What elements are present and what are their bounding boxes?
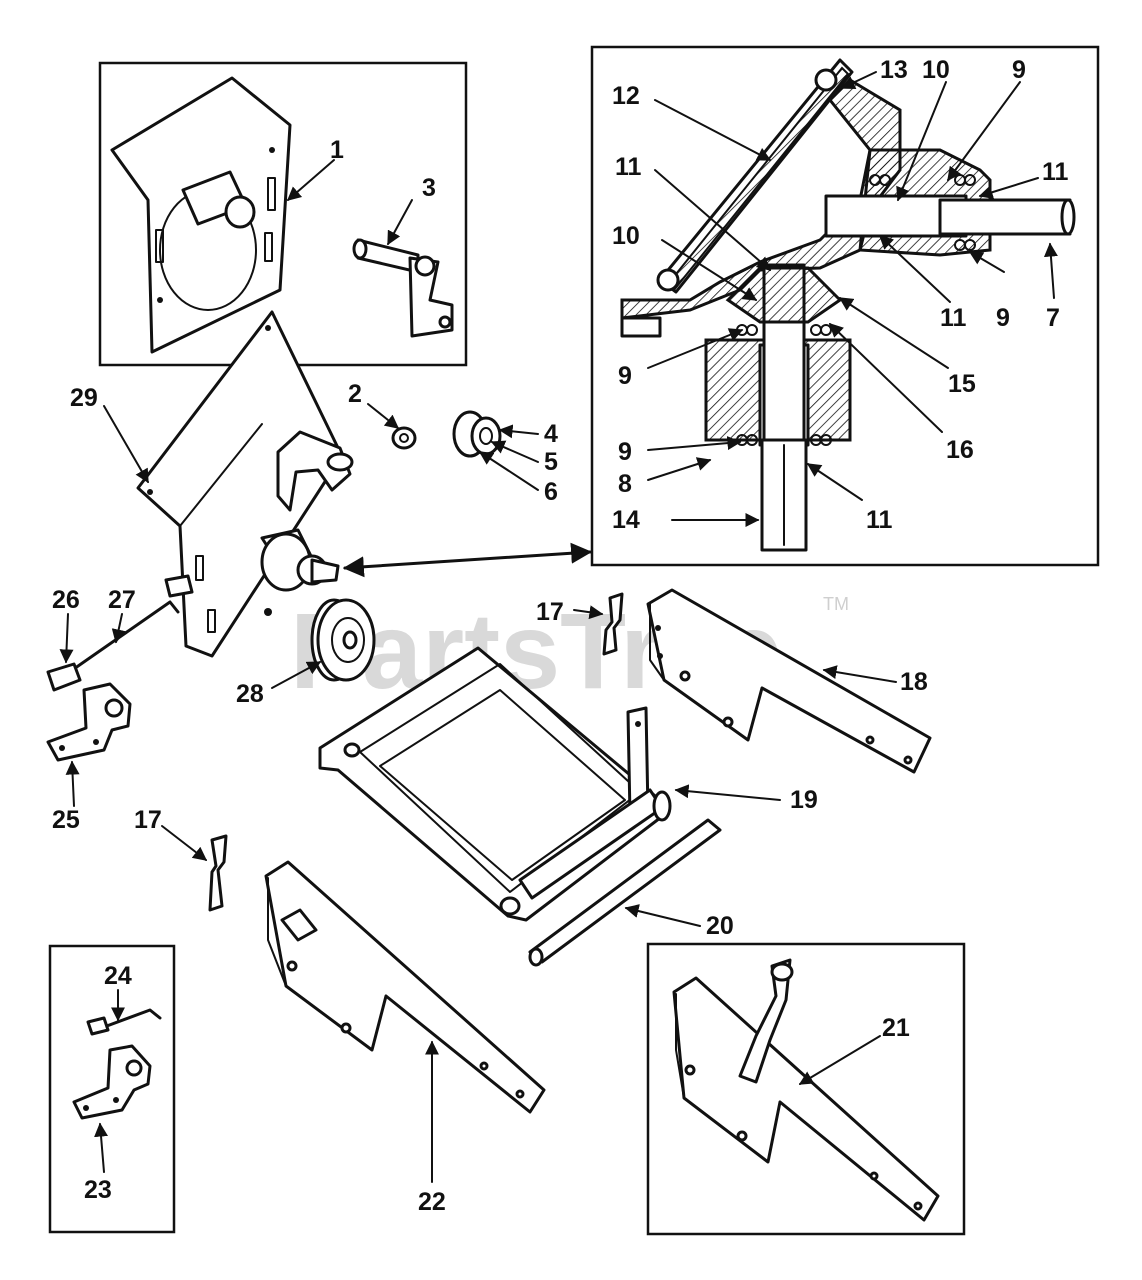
trademark-text: TM bbox=[823, 594, 849, 614]
callout-10b: 10 bbox=[612, 222, 640, 250]
callout-28: 28 bbox=[236, 680, 264, 708]
leader-16 bbox=[828, 323, 943, 433]
spacer-part-2 bbox=[391, 426, 417, 450]
leader-4 bbox=[498, 424, 539, 439]
callout-11a: 11 bbox=[615, 153, 642, 181]
callout-15: 15 bbox=[948, 370, 976, 398]
leader-9c bbox=[647, 328, 744, 369]
leader-10a bbox=[896, 81, 947, 202]
side-bracket-part-22 bbox=[264, 860, 546, 1114]
callout-23: 23 bbox=[84, 1176, 112, 1204]
callout-5: 5 bbox=[544, 448, 558, 476]
callout-4: 4 bbox=[544, 420, 558, 448]
callout-7: 7 bbox=[1046, 304, 1060, 332]
leader-21 bbox=[798, 1035, 881, 1085]
control-rod-part-27 bbox=[46, 600, 180, 692]
leader-26 bbox=[59, 613, 74, 664]
callout-18: 18 bbox=[900, 668, 928, 696]
mounting-frame-assembly bbox=[318, 646, 672, 922]
callout-8: 8 bbox=[618, 470, 632, 498]
callout-11b: 11 bbox=[1042, 158, 1069, 186]
callout-6: 6 bbox=[544, 478, 558, 506]
leader-11a bbox=[654, 169, 772, 271]
leader-11c bbox=[878, 235, 951, 303]
idler-pulley-parts-4-5-6 bbox=[452, 410, 502, 458]
bell-crank-part-25 bbox=[46, 682, 132, 762]
leader-19 bbox=[674, 784, 781, 801]
callout-9b: 9 bbox=[996, 304, 1010, 332]
callout-9d: 9 bbox=[618, 438, 632, 466]
clip-part-17-upper bbox=[602, 592, 624, 656]
inset-box-gearbox bbox=[590, 45, 1100, 567]
gearbox-link-arrow bbox=[342, 542, 593, 578]
leader-11d bbox=[806, 463, 863, 501]
leader-9b bbox=[968, 251, 1005, 273]
side-bracket-part-21 bbox=[672, 958, 940, 1222]
callout-20: 20 bbox=[706, 912, 734, 940]
callout-9c: 9 bbox=[618, 362, 632, 390]
leader-12 bbox=[654, 99, 772, 161]
leader-2 bbox=[367, 403, 400, 429]
callout-9a: 9 bbox=[1012, 56, 1026, 84]
mounting-plate-part-1 bbox=[110, 76, 292, 354]
cross-shaft-part-20 bbox=[528, 818, 722, 967]
leader-13 bbox=[840, 71, 877, 89]
callout-11d: 11 bbox=[866, 506, 893, 534]
callout-14: 14 bbox=[612, 506, 640, 534]
pivot-shaft-part-3 bbox=[352, 238, 454, 338]
callout-27: 27 bbox=[108, 586, 136, 614]
callout-24: 24 bbox=[104, 962, 132, 990]
callout-17a: 17 bbox=[536, 598, 564, 626]
leader-25 bbox=[65, 760, 80, 807]
callout-17b: 17 bbox=[134, 806, 162, 834]
callout-1: 1 bbox=[330, 136, 344, 164]
bell-crank-part-23 bbox=[72, 1044, 152, 1120]
leader-28 bbox=[271, 661, 322, 689]
callout-2: 2 bbox=[348, 380, 362, 408]
side-bracket-part-18 bbox=[646, 588, 932, 774]
leader-27 bbox=[111, 613, 126, 644]
leader-10b bbox=[661, 239, 758, 301]
callout-21: 21 bbox=[882, 1014, 910, 1042]
callout-11c: 11 bbox=[940, 304, 967, 332]
leader-9d bbox=[647, 436, 742, 451]
inset-box-bottom-right bbox=[646, 942, 966, 1236]
callout-10a: 10 bbox=[922, 56, 950, 84]
drive-pulley-part-28 bbox=[310, 598, 376, 682]
leader-18 bbox=[822, 665, 897, 683]
leader-11b bbox=[978, 177, 1039, 199]
spring-clip-part-24 bbox=[86, 1008, 162, 1036]
clip-part-17-lower bbox=[208, 834, 228, 912]
leader-7 bbox=[1043, 242, 1058, 299]
leader-23 bbox=[94, 1122, 109, 1173]
callout-29: 29 bbox=[70, 384, 98, 412]
leader-1 bbox=[286, 159, 335, 201]
drive-bracket-part-29 bbox=[136, 310, 354, 658]
gearbox-cross-section bbox=[620, 58, 1076, 552]
leader-15 bbox=[838, 297, 949, 369]
leader-17b bbox=[161, 825, 208, 861]
leader-17a bbox=[573, 605, 604, 620]
leader-9a bbox=[947, 81, 1021, 182]
leader-8 bbox=[647, 457, 712, 481]
leader-5 bbox=[490, 440, 539, 463]
callout-12: 12 bbox=[612, 82, 640, 110]
callout-16: 16 bbox=[946, 436, 974, 464]
callout-26: 26 bbox=[52, 586, 80, 614]
callout-3: 3 bbox=[422, 174, 436, 202]
callout-22: 22 bbox=[418, 1188, 446, 1216]
inset-box-bottom-left bbox=[48, 944, 176, 1234]
leader-6 bbox=[478, 451, 539, 491]
leader-29 bbox=[103, 405, 149, 484]
callout-19: 19 bbox=[790, 786, 818, 814]
callout-13: 13 bbox=[880, 56, 908, 84]
callout-25: 25 bbox=[52, 806, 80, 834]
leader-20 bbox=[624, 904, 701, 927]
leader-3 bbox=[387, 199, 413, 246]
